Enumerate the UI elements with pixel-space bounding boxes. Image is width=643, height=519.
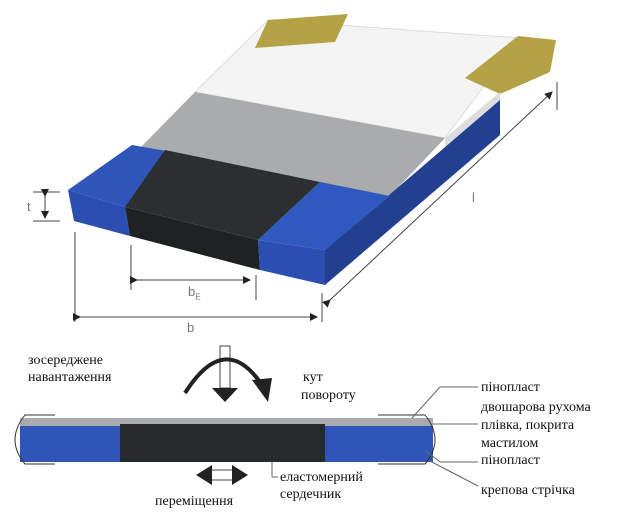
label-film: двошарова рухома плівка, покрита мастилом	[481, 399, 591, 453]
label-tape: крепова стрічка	[481, 483, 575, 498]
label-core-line1: еластомерний	[280, 470, 363, 485]
pad-side-view	[14, 345, 479, 487]
blue-front-left	[68, 190, 130, 236]
label-load-line2: навантаження	[28, 370, 112, 385]
label-displacement: переміщення	[155, 494, 234, 509]
label-film-line1: двошарова рухома	[481, 400, 591, 415]
core-front	[125, 207, 260, 270]
label-core: еластомерний сердечник	[280, 469, 363, 503]
dim-l: l	[472, 190, 475, 205]
label-film-line2: плівка, покрита	[481, 418, 575, 433]
gold-corner-left	[255, 14, 348, 48]
label-core-line2: сердечник	[280, 487, 342, 502]
crepe-tape	[14, 414, 436, 465]
displacement-arrow	[209, 469, 235, 481]
label-rotation: кут повороту	[301, 369, 356, 405]
dim-be-main: b	[188, 284, 196, 299]
rotation-arrow	[183, 357, 264, 395]
dim-be: bE	[188, 284, 201, 302]
elastomer-core	[120, 424, 325, 462]
dim-t: t	[27, 199, 31, 214]
dimension-lines	[33, 82, 558, 322]
core-top	[125, 150, 320, 240]
label-load-line1: зосереджене	[28, 353, 103, 368]
blue-front-right	[258, 240, 325, 285]
label-film-line3: мастилом	[481, 436, 539, 451]
label-foam-top: пінопласт	[481, 380, 540, 395]
label-rotation-line2: повороту	[301, 388, 356, 403]
label-foam-bottom: пінопласт	[481, 453, 540, 468]
gold-corner-right	[465, 36, 556, 94]
blue-top-left	[68, 145, 172, 207]
pad-3d-view	[68, 14, 556, 285]
dim-be-sub: E	[195, 292, 201, 302]
label-rotation-line1: кут	[303, 370, 323, 385]
load-arrow	[219, 345, 231, 389]
dim-b: b	[187, 320, 195, 335]
label-load: зосереджене навантаження	[28, 352, 111, 386]
film-layer	[20, 418, 433, 426]
